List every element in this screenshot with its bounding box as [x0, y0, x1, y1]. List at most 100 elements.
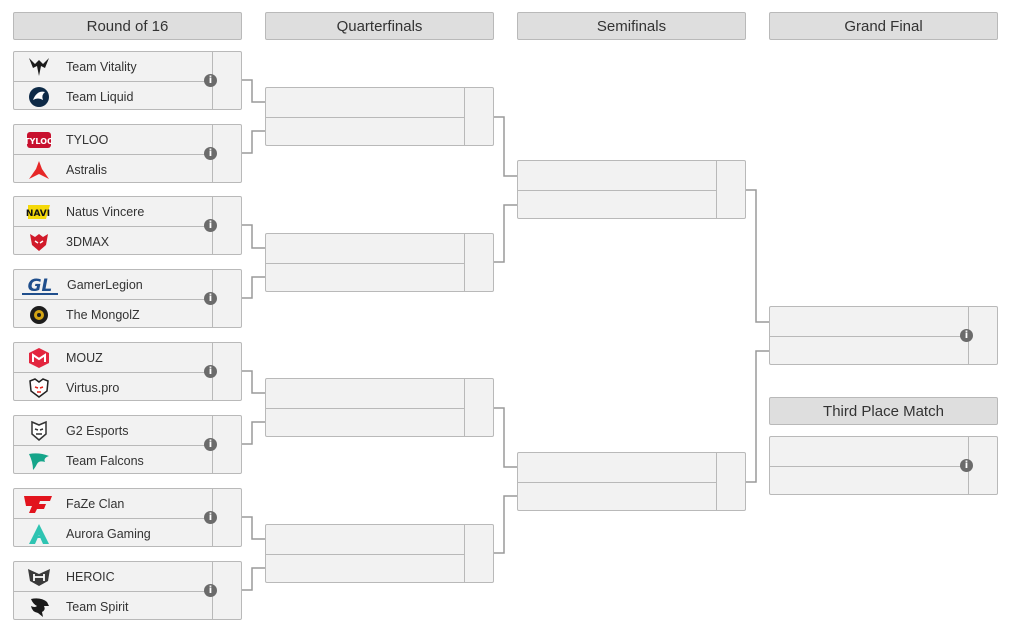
team-slot[interactable]: 3DMAX: [14, 227, 212, 256]
info-icon[interactable]: i: [960, 329, 973, 342]
qf-match-2[interactable]: [265, 233, 494, 292]
match-divider: [14, 154, 213, 155]
team-slot[interactable]: Team Liquid: [14, 82, 212, 111]
match-divider: [770, 336, 969, 337]
score-divider: [716, 453, 717, 510]
header-grand-final: Grand Final: [769, 12, 998, 40]
faze-icon: [22, 493, 54, 515]
r16-match-1[interactable]: Team Vitality Team Liquid i: [13, 51, 242, 110]
match-divider: [14, 299, 213, 300]
team-slot[interactable]: HEROIC: [14, 562, 212, 591]
team-slot[interactable]: NAVI Natus Vincere: [14, 197, 212, 226]
info-icon[interactable]: i: [960, 459, 973, 472]
match-divider: [14, 81, 213, 82]
sf-match-1[interactable]: [517, 160, 746, 219]
r16-match-3[interactable]: NAVI Natus Vincere 3DMAX i: [13, 196, 242, 255]
r16-match-8[interactable]: HEROIC Team Spirit i: [13, 561, 242, 620]
match-divider: [266, 554, 465, 555]
r16-match-5[interactable]: MOUZ Virtus.pro i: [13, 342, 242, 401]
match-divider: [518, 190, 717, 191]
svg-text:TYLOO: TYLOO: [26, 137, 52, 146]
r16-match-4[interactable]: GL GamerLegion The MongolZ i: [13, 269, 242, 328]
r16-match-7[interactable]: FaZe Clan Aurora Gaming i: [13, 488, 242, 547]
team-name: Aurora Gaming: [66, 526, 151, 541]
info-icon[interactable]: i: [204, 147, 217, 160]
info-icon[interactable]: i: [204, 365, 217, 378]
team-name: Astralis: [66, 162, 107, 177]
g2-samurai-icon: [26, 420, 52, 442]
team-slot[interactable]: Virtus.pro: [14, 373, 212, 402]
header-quarterfinals: Quarterfinals: [265, 12, 494, 40]
tyloo-icon: TYLOO: [26, 129, 52, 151]
team-name: Virtus.pro: [66, 380, 120, 395]
match-divider: [14, 518, 213, 519]
team-name: GamerLegion: [67, 277, 143, 292]
team-slot[interactable]: Team Falcons: [14, 446, 212, 475]
team-name: MOUZ: [66, 350, 103, 365]
match-divider: [14, 445, 213, 446]
header-semifinals: Semifinals: [517, 12, 746, 40]
team-slot[interactable]: GL GamerLegion: [14, 270, 212, 299]
team-slot[interactable]: Team Vitality: [14, 52, 212, 81]
sf-match-2[interactable]: [517, 452, 746, 511]
team-name: HEROIC: [66, 569, 115, 584]
score-divider: [464, 379, 465, 436]
team-name: Team Liquid: [66, 89, 134, 104]
team-name: Team Vitality: [66, 59, 137, 74]
match-divider: [14, 226, 213, 227]
score-divider: [464, 525, 465, 582]
score-divider: [464, 88, 465, 145]
team-slot[interactable]: Aurora Gaming: [14, 519, 212, 548]
mouz-icon: [26, 347, 52, 369]
liquid-horse-icon: [26, 86, 52, 108]
info-icon[interactable]: i: [204, 511, 217, 524]
team-name: TYLOO: [66, 132, 109, 147]
vitality-bee-icon: [26, 56, 52, 78]
info-icon[interactable]: i: [204, 584, 217, 597]
gamerlegion-icon: GL: [18, 274, 62, 296]
score-divider: [716, 161, 717, 218]
header-third-place-match: Third Place Match: [769, 397, 998, 425]
match-divider: [14, 372, 213, 373]
team-name: 3DMAX: [66, 234, 110, 249]
team-slot[interactable]: The MongolZ: [14, 300, 212, 329]
r16-match-2[interactable]: TYLOO TYLOO Astralis i: [13, 124, 242, 183]
team-slot[interactable]: TYLOO TYLOO: [14, 125, 212, 154]
virtuspro-bear-icon: [26, 377, 52, 399]
aurora-icon: [26, 523, 52, 545]
match-divider: [14, 591, 213, 592]
team-name: Team Spirit: [66, 599, 129, 614]
team-slot[interactable]: FaZe Clan: [14, 489, 212, 518]
team-name: Natus Vincere: [66, 204, 145, 219]
qf-match-4[interactable]: [265, 524, 494, 583]
team-name: The MongolZ: [66, 307, 140, 322]
3dmax-icon: [26, 231, 52, 253]
info-icon[interactable]: i: [204, 219, 217, 232]
team-slot[interactable]: Astralis: [14, 155, 212, 184]
match-divider: [518, 482, 717, 483]
info-icon[interactable]: i: [204, 438, 217, 451]
grand-final-match[interactable]: i: [769, 306, 998, 365]
team-slot[interactable]: G2 Esports: [14, 416, 212, 445]
header-round-of-16: Round of 16: [13, 12, 242, 40]
qf-match-1[interactable]: [265, 87, 494, 146]
info-icon[interactable]: i: [204, 74, 217, 87]
team-slot[interactable]: Team Spirit: [14, 592, 212, 621]
third-place-match[interactable]: i: [769, 436, 998, 495]
team-name: FaZe Clan: [66, 496, 125, 511]
team-slot[interactable]: MOUZ: [14, 343, 212, 372]
r16-match-6[interactable]: G2 Esports Team Falcons i: [13, 415, 242, 474]
qf-match-3[interactable]: [265, 378, 494, 437]
team-name: G2 Esports: [66, 423, 129, 438]
match-divider: [266, 408, 465, 409]
info-icon[interactable]: i: [204, 292, 217, 305]
heroic-icon: [26, 566, 52, 588]
falcons-icon: [26, 450, 52, 472]
match-divider: [266, 117, 465, 118]
match-divider: [266, 263, 465, 264]
mongolz-icon: [26, 304, 52, 326]
score-divider: [464, 234, 465, 291]
navi-icon: NAVI: [26, 201, 52, 223]
astralis-star-icon: [26, 159, 52, 181]
svg-text:NAVI: NAVI: [26, 209, 50, 219]
